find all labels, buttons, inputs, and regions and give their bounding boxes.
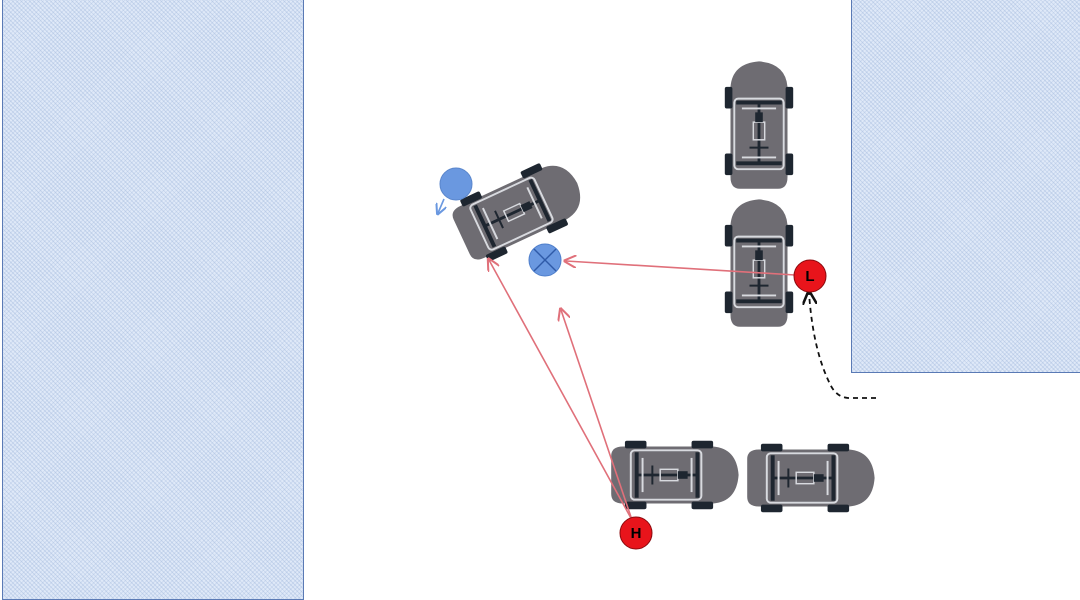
moving-car [445, 150, 594, 270]
parked-car-bottom-right [745, 441, 877, 515]
marker-low: L [793, 259, 827, 293]
marker-high-label: H [631, 525, 642, 542]
building-right [851, 0, 1080, 373]
building-left [2, 0, 304, 600]
crossed-circle-target-icon [528, 243, 562, 277]
marker-low-label: L [805, 268, 814, 285]
blue-circle-position-icon [438, 167, 473, 213]
sightline-high-to-car [489, 260, 633, 521]
sightline-low-to-target [566, 261, 796, 276]
parked-car-middle [722, 197, 796, 329]
sightline-high-to-gap [561, 310, 633, 521]
dashed-approach-path [809, 293, 876, 399]
marker-high: H [619, 516, 653, 550]
parked-car-bottom-left [609, 438, 741, 512]
parked-car-top [722, 59, 796, 191]
